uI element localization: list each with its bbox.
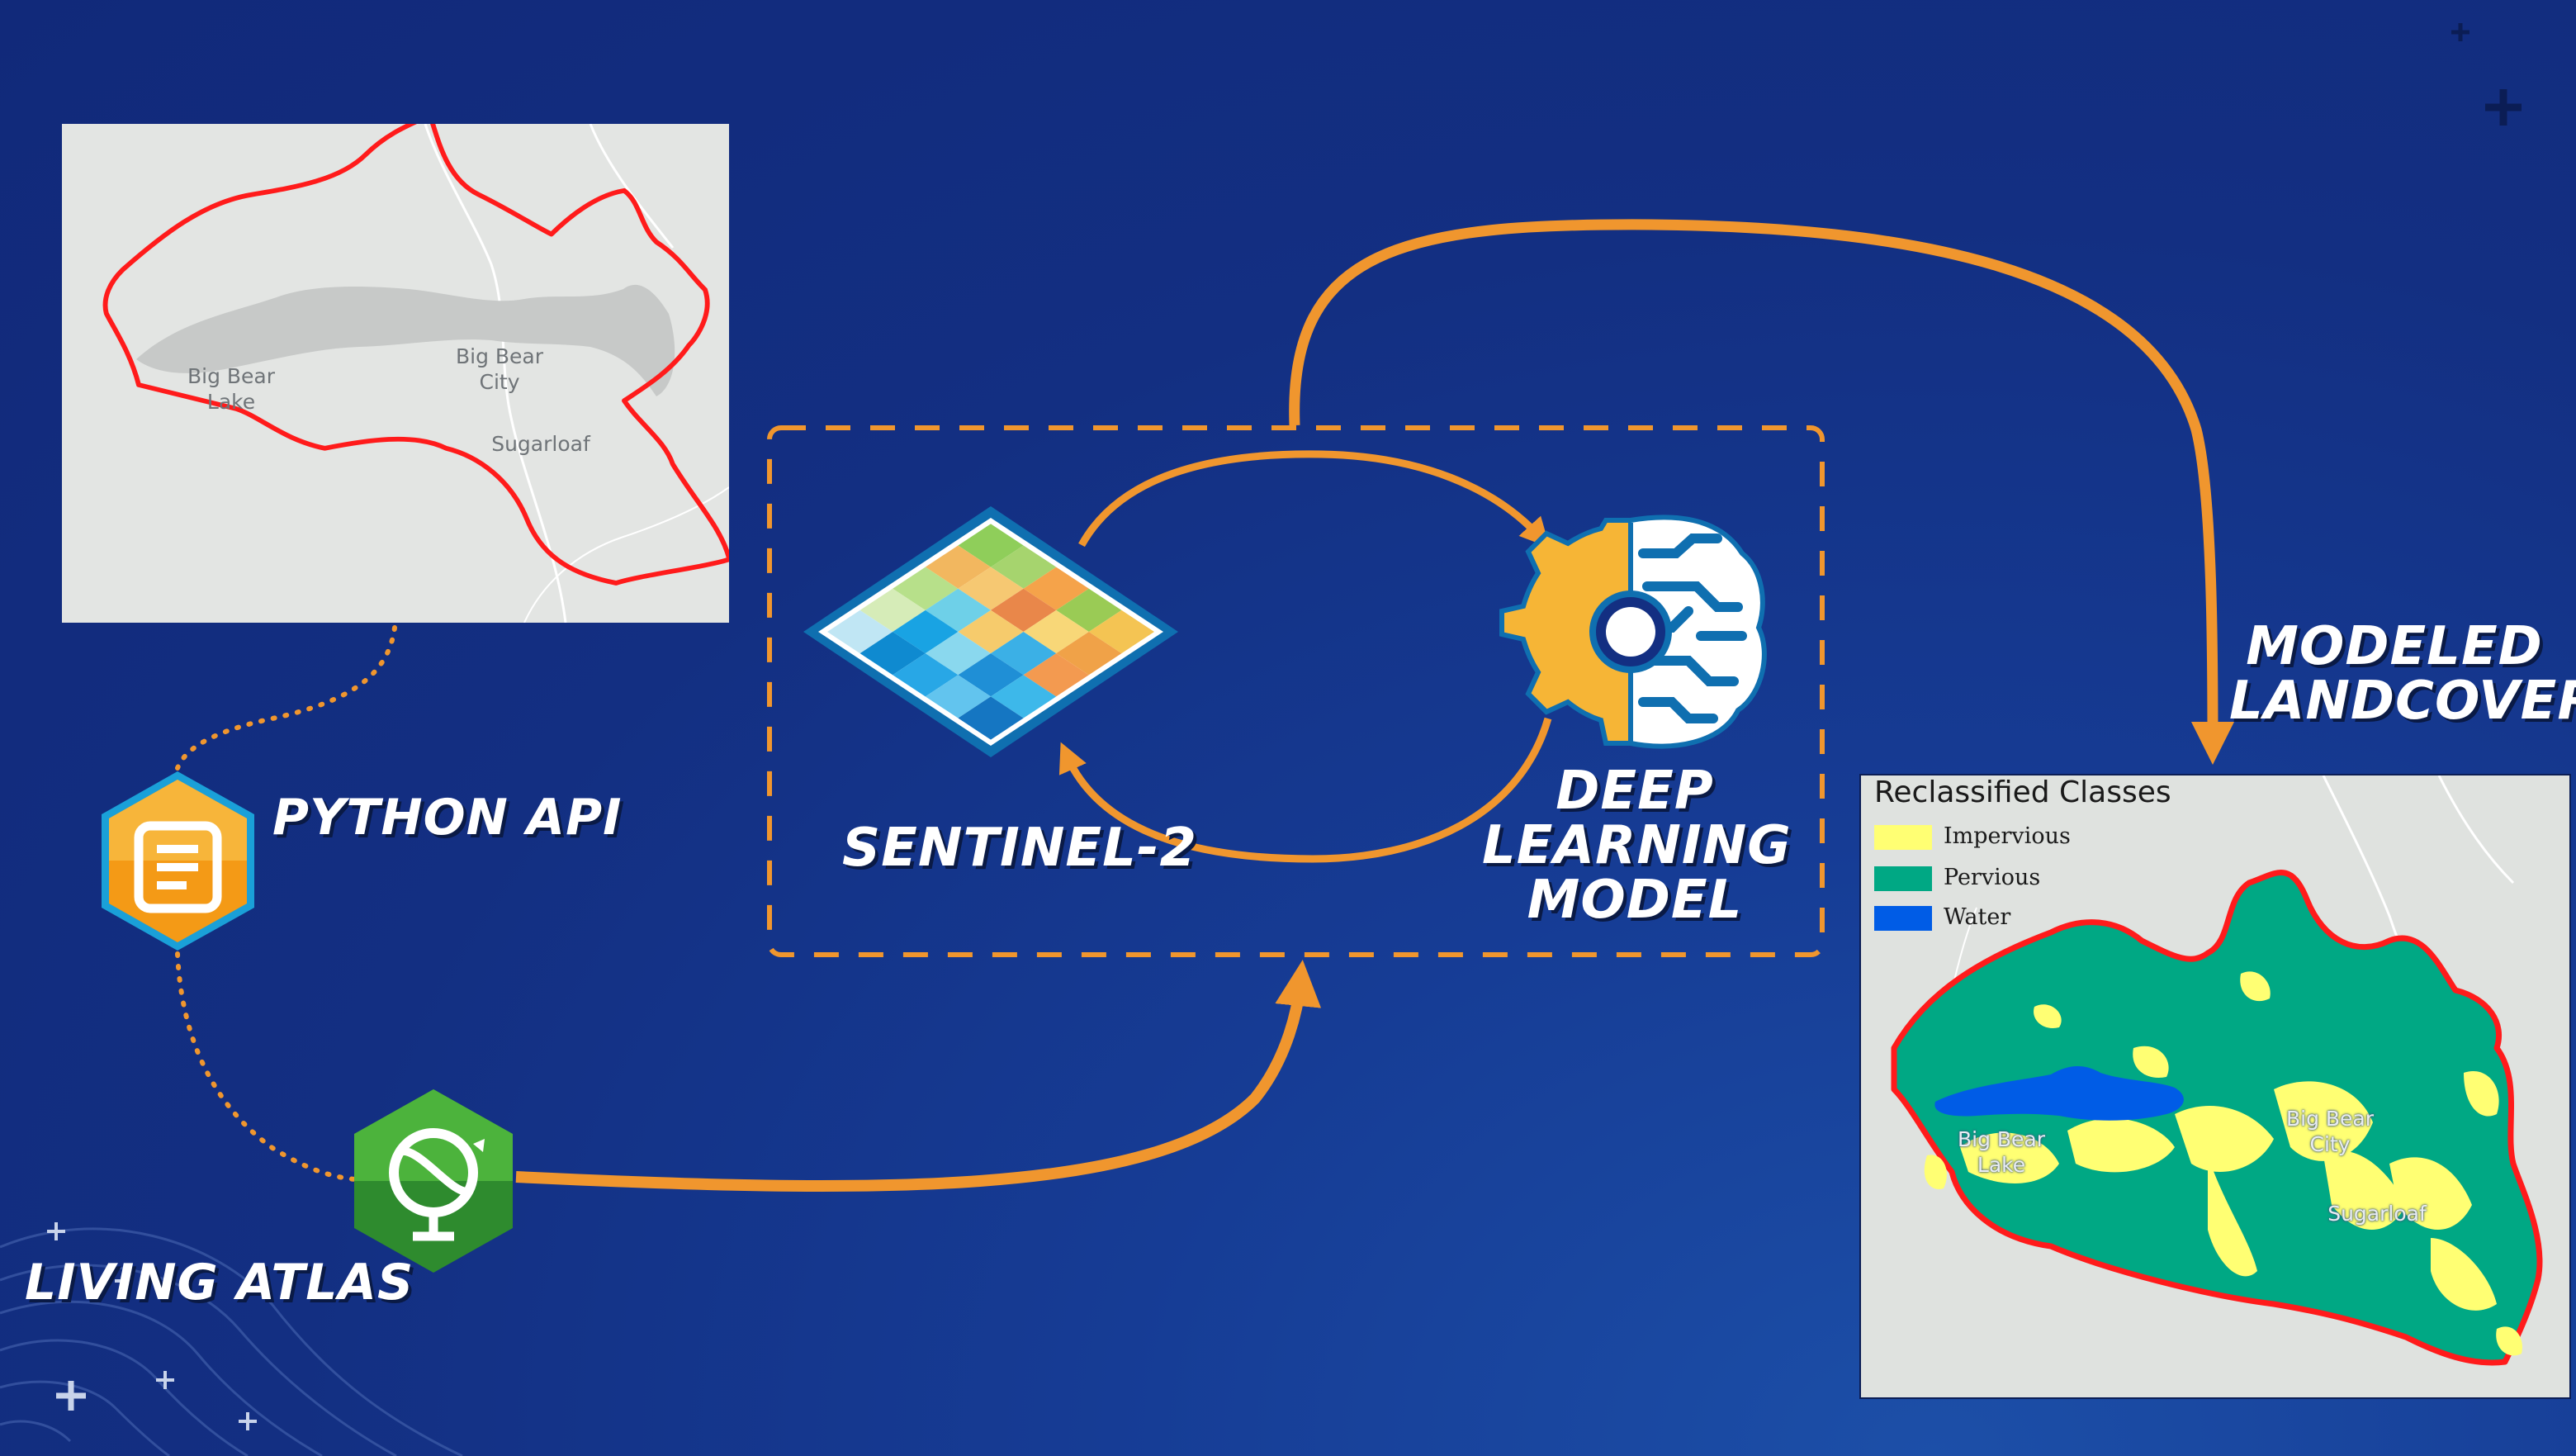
deep-learning-brain-gear-icon	[1499, 504, 1771, 760]
processing-box	[767, 425, 1825, 957]
dotted-connector-map-python	[175, 625, 397, 771]
legend-label-water: Water	[1944, 904, 2011, 930]
contour-decoration	[0, 1222, 463, 1456]
python-api-label: PYTHON API	[272, 789, 623, 847]
arrow-sentinel-to-model	[1078, 450, 1551, 548]
plus-decoration	[2451, 23, 2522, 126]
legend-title: Reclassified Classes	[1874, 775, 2171, 809]
input-boundary-map: Big Bear Lake Big Bear City Sugarloaf	[62, 124, 729, 623]
arrow-atlas-to-box	[515, 960, 1322, 1192]
legend-swatch-water	[1874, 906, 1932, 931]
legend-swatch-pervious	[1874, 866, 1932, 891]
modeled-landcover-label: MODELED LANDCOVER	[2229, 616, 2576, 732]
place-label-sugarloaf: Sugarloaf	[491, 432, 590, 456]
arrow-box-to-landcover	[1289, 219, 2234, 765]
legend-swatch-impervious	[1874, 825, 1932, 850]
place-label-sugarloaf: Sugarloaf	[2327, 1202, 2427, 1226]
living-atlas-icon	[351, 1086, 516, 1276]
sentinel-label: SENTINEL-2	[842, 818, 1197, 879]
legend-label-impervious: Impervious	[1944, 823, 2071, 849]
living-atlas-label: LIVING ATLAS	[25, 1254, 414, 1311]
deep-learning-label: DEEP LEARNING MODEL	[1482, 761, 1792, 931]
python-api-icon	[97, 768, 258, 954]
place-label-big-bear-lake: Big Bear Lake	[1957, 1127, 2046, 1177]
arrow-model-to-sentinel	[1058, 717, 1552, 863]
output-landcover-map: Reclassified Classes Impervious Pervious…	[1859, 774, 2571, 1399]
place-label-big-bear-city: Big Bear City	[455, 344, 544, 394]
legend-label-pervious: Pervious	[1944, 865, 2041, 890]
dotted-connector-python-atlas	[175, 951, 358, 1182]
place-label-big-bear-lake: Big Bear Lake	[187, 364, 276, 414]
place-label-big-bear-city: Big Bear City	[2285, 1107, 2375, 1156]
sentinel-imagery-icon	[797, 500, 1185, 764]
